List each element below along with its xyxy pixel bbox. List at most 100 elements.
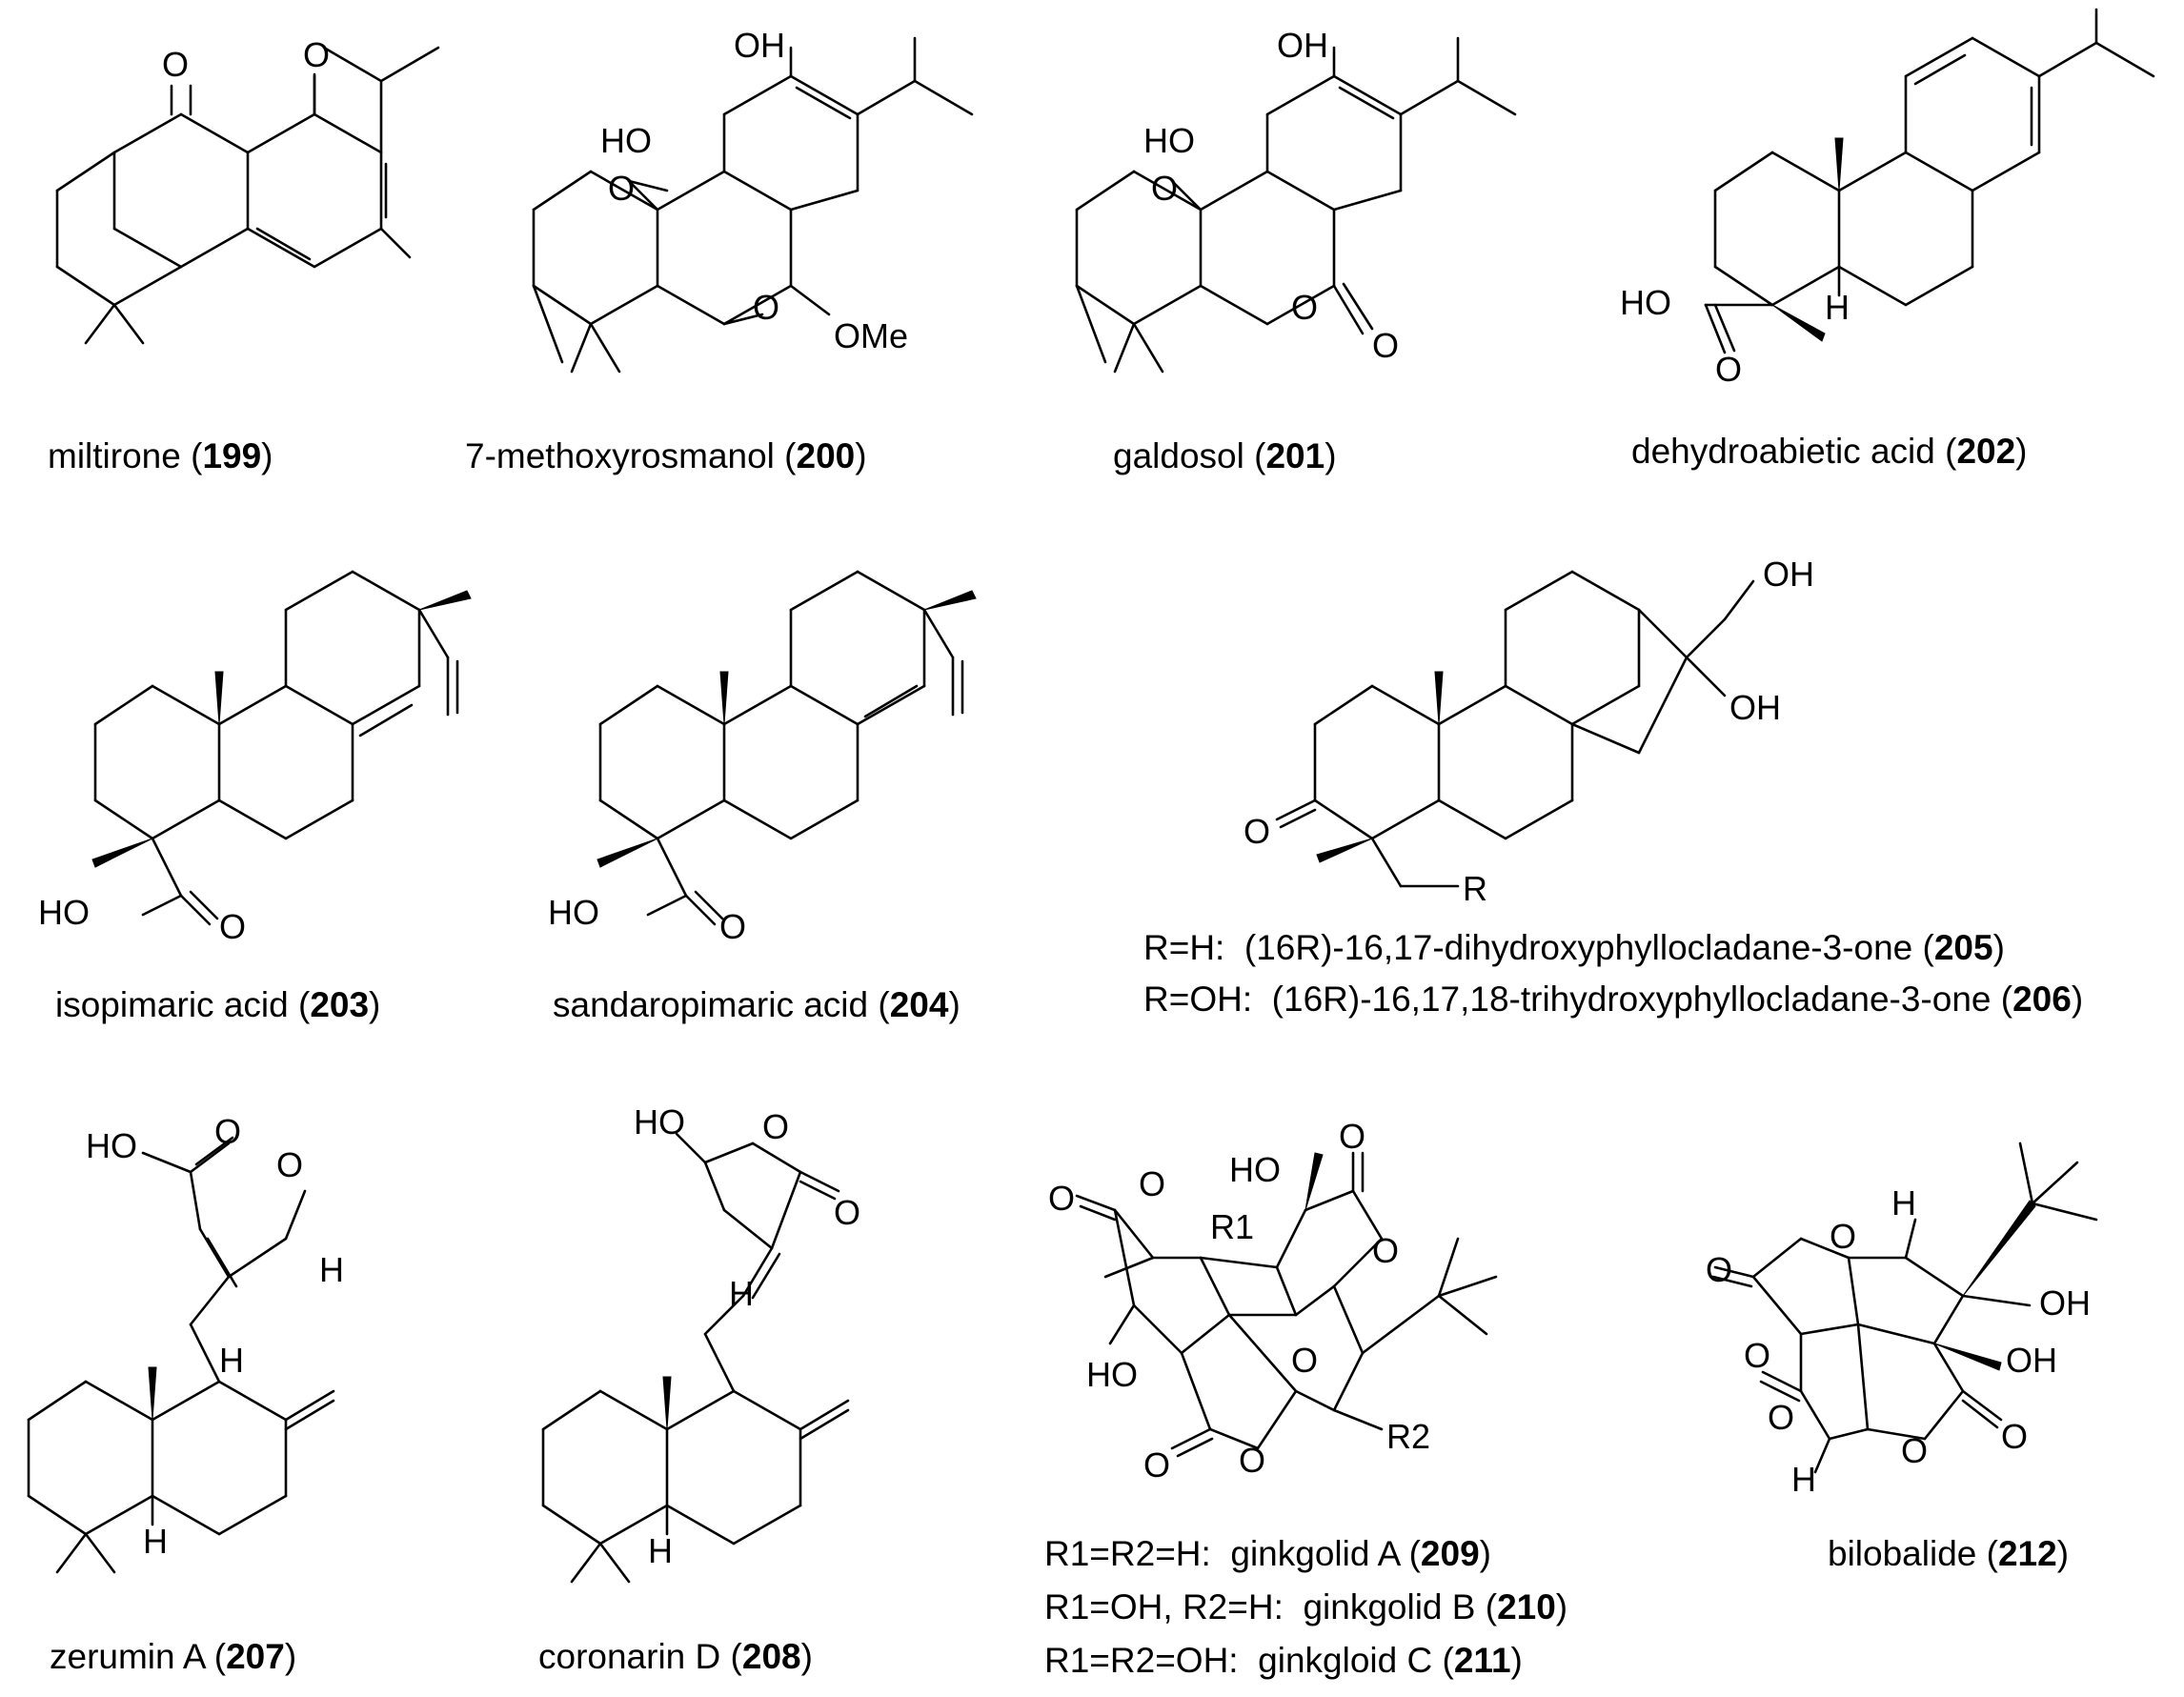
structure-isopimaric-acid: HO O: [38, 570, 472, 946]
atom-label-r: R: [1463, 869, 1487, 908]
compound-name: isopimaric acid: [55, 985, 289, 1024]
atom-label-o: O: [1372, 326, 1399, 365]
substituent: R1=R2=H:: [1044, 1534, 1211, 1573]
atom-label-o: O: [608, 169, 635, 208]
atom-label-o: O: [1744, 1336, 1770, 1375]
atom-label-h: H: [143, 1522, 168, 1561]
caption-210: R1=OH, R2=H: ginkgolid B (210): [1044, 1587, 1568, 1626]
atom-label-o: O: [1151, 169, 1178, 208]
atom-label-oh: OH: [1277, 26, 1328, 65]
caption-coronarin-d: coronarin D (208): [538, 1637, 813, 1676]
caption-205: R=H: (16R)-16,17-dihydroxyphyllocladane-…: [1143, 928, 2005, 967]
structure-coronarin-d: HO O O H H: [541, 1102, 860, 1584]
compound-name: 7-methoxyrosmanol: [465, 436, 775, 475]
atom-label-o: O: [1715, 350, 1742, 389]
substituent: R1=OH, R2=H:: [1044, 1587, 1284, 1626]
compound-number: 206: [2012, 980, 2072, 1019]
caption-7-methoxyrosmanol: 7-methoxyrosmanol (200): [465, 436, 867, 475]
compound-name: miltirone: [48, 436, 181, 475]
caption-206: R=OH: (16R)-16,17,18-trihydroxyphyllocla…: [1143, 980, 2084, 1019]
atom-label-o: O: [1339, 1117, 1365, 1156]
structure-7-methoxyrosmanol: OH HO O O OMe: [532, 26, 974, 374]
caption-sandaropimaric-acid: sandaropimaric acid (204): [553, 985, 961, 1024]
compound-name: sandaropimaric acid: [553, 985, 869, 1024]
substituent: R=OH:: [1143, 980, 1253, 1019]
compound-number: 211: [1453, 1641, 1511, 1680]
atom-label-o: O: [1143, 1445, 1170, 1485]
compound-number: 203: [310, 985, 370, 1024]
caption-211: R1=R2=OH: ginkgloid C (211): [1044, 1641, 1523, 1680]
atom-label-r2: R2: [1386, 1417, 1430, 1456]
atom-label-o: O: [719, 907, 746, 946]
atom-label-o: O: [1244, 812, 1270, 851]
atom-label-r1: R1: [1210, 1207, 1254, 1246]
substituent: R=H:: [1143, 928, 1225, 967]
compound-name: (16R)-16,17,18-trihydroxyphyllocladane-3…: [1271, 980, 1992, 1019]
atom-label-o: O: [834, 1193, 860, 1232]
substituent: R1=R2=OH:: [1044, 1641, 1239, 1680]
compound-number: 205: [1933, 928, 1993, 967]
compound-name: ginkgloid C: [1258, 1641, 1433, 1680]
compound-name: zerumin A: [50, 1637, 205, 1676]
compound-number: 200: [796, 436, 856, 475]
caption-zerumin-a: zerumin A (207): [50, 1637, 297, 1676]
compound-number: 212: [1997, 1534, 2057, 1573]
compound-number: 210: [1497, 1587, 1556, 1626]
atom-label-o: O: [2001, 1417, 2028, 1456]
compound-number: 201: [1265, 436, 1325, 475]
atom-label-o: O: [1830, 1217, 1856, 1256]
atom-label-o: O: [762, 1107, 789, 1146]
compound-name: ginkgolid B: [1303, 1587, 1476, 1626]
caption-isopimaric-acid: isopimaric acid (203): [55, 985, 381, 1024]
atom-label-h: H: [219, 1341, 244, 1380]
atom-label-o: O: [1901, 1431, 1928, 1470]
compound-name: bilobalide: [1828, 1534, 1977, 1573]
atom-label-ho: HO: [1620, 283, 1671, 322]
atom-label-h: H: [1825, 288, 1850, 327]
atom-label-oh: OH: [1729, 688, 1781, 727]
atom-label-oh: OH: [2039, 1283, 2091, 1323]
atom-label-o: O: [303, 35, 330, 74]
compound-name: (16R)-16,17-dihydroxyphyllocladane-3-one: [1244, 928, 1913, 967]
atom-label-oh: OH: [1763, 555, 1814, 594]
atom-label-ho: HO: [86, 1126, 137, 1165]
compound-name: ginkgolid A: [1230, 1534, 1400, 1573]
structure-ginkgolide: O O R1 HO O O HO O O O R2: [1048, 1117, 1498, 1485]
caption-209: R1=R2=H: ginkgolid A (209): [1044, 1534, 1491, 1573]
structure-phyllocladane: OH OH O R: [1244, 555, 1814, 908]
atom-label-o: O: [1239, 1441, 1265, 1480]
caption-bilobalide: bilobalide (212): [1828, 1534, 2070, 1573]
compound-number: 209: [1420, 1534, 1480, 1573]
atom-label-oh: OH: [2006, 1341, 2057, 1380]
atom-label-o: O: [276, 1145, 303, 1184]
atom-label-o: O: [1291, 1341, 1318, 1380]
structure-bilobalide: O O H OH OH O O H O O: [1706, 1141, 2098, 1499]
caption-galdosol: galdosol (201): [1113, 436, 1337, 475]
atom-label-h: H: [319, 1250, 344, 1289]
atom-label-h: H: [648, 1531, 673, 1570]
atom-label-o: O: [219, 907, 246, 946]
compound-number: 208: [741, 1637, 801, 1676]
atom-label-ho: HO: [548, 893, 599, 932]
compound-number: 199: [202, 436, 262, 475]
structure-galdosol: OH HO O O O: [1075, 26, 1517, 374]
atom-label-o: O: [753, 288, 779, 327]
atom-label-ho: HO: [1143, 121, 1195, 160]
atom-label-o: O: [1372, 1231, 1399, 1270]
atom-label-o: O: [162, 45, 189, 84]
structure-sandaropimaric-acid: HO O: [548, 570, 977, 946]
atom-label-ho: HO: [600, 121, 652, 160]
compound-number: 204: [889, 985, 949, 1024]
caption-dehydroabietic-acid: dehydroabietic acid (202): [1631, 432, 2028, 471]
atom-label-o: O: [1291, 288, 1318, 327]
atom-label-h: H: [1891, 1183, 1916, 1222]
atom-label-h: H: [1791, 1460, 1816, 1499]
atom-label-ho: HO: [1086, 1355, 1138, 1394]
compound-name: galdosol: [1113, 436, 1244, 475]
atom-label-o: O: [1048, 1179, 1075, 1218]
compound-number: 207: [226, 1637, 285, 1676]
atom-label-ho: HO: [38, 893, 90, 932]
structure-dehydroabietic-acid: HO O H: [1620, 8, 2155, 389]
